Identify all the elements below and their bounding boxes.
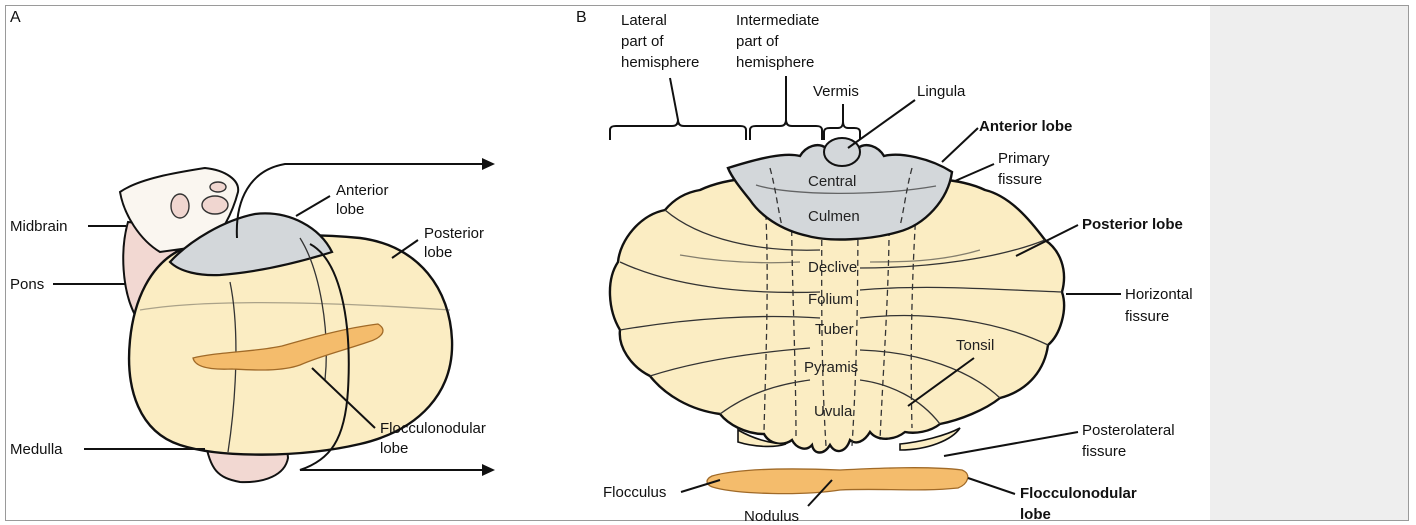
- flocculonodular-b-shape: [707, 468, 968, 494]
- arrow-top-head: [482, 158, 495, 170]
- nodulus-label: Nodulus: [744, 508, 799, 525]
- midbrain-colliculus: [210, 182, 226, 192]
- declive-label: Declive: [808, 259, 857, 276]
- posterior-lobe-b-label: Posterior lobe: [1082, 216, 1183, 233]
- lateral-part-bracket: [610, 78, 746, 140]
- midbrain-label: Midbrain: [10, 218, 68, 235]
- anterior-lobe-b-leader: [942, 128, 978, 162]
- anterior-lobe-b-label: Anterior lobe: [979, 118, 1072, 135]
- anterior-lobe-a-leader: [296, 196, 330, 216]
- flocculus-label: Flocculus: [603, 484, 666, 501]
- midbrain-peduncle-left: [171, 194, 189, 218]
- flocculonodular-a-label-2: lobe: [380, 440, 408, 457]
- medulla-label: Medulla: [10, 441, 63, 458]
- vermis-label: Vermis: [813, 83, 859, 100]
- tonsil-label: Tonsil: [956, 337, 994, 354]
- intermediate-part-label-2: part of: [736, 33, 779, 50]
- panel-a-label: A: [10, 9, 21, 26]
- posterior-lobe-a-label-2: lobe: [424, 244, 452, 261]
- flocculonodular-b-label-2: lobe: [1020, 506, 1051, 523]
- posterolateral-fissure-label-2: fissure: [1082, 443, 1126, 460]
- primary-fissure-leader: [955, 164, 994, 181]
- flocculonodular-b-label-1: Flocculonodular: [1020, 485, 1137, 502]
- anterior-lobe-a-label-1: Anterior: [336, 182, 389, 199]
- lateral-part-label-2: part of: [621, 33, 664, 50]
- posterolateral-fissure-leader: [944, 432, 1078, 456]
- intermediate-part-label-3: hemisphere: [736, 54, 814, 71]
- lateral-part-label-1: Lateral: [621, 12, 667, 29]
- flocculonodular-a-label-1: Flocculonodular: [380, 420, 486, 437]
- central-label: Central: [808, 173, 856, 190]
- midbrain-peduncle-right: [202, 196, 228, 214]
- culmen-label: Culmen: [808, 208, 860, 225]
- panel-b-label: B: [576, 9, 587, 26]
- intermediate-part-bracket: [750, 76, 822, 140]
- primary-fissure-label-1: Primary: [998, 150, 1050, 167]
- flocculonodular-b-leader: [968, 478, 1015, 494]
- posterolateral-fissure-label-1: Posterolateral: [1082, 422, 1175, 439]
- horizontal-fissure-label-1: Horizontal: [1125, 286, 1193, 303]
- posterior-lobe-a-label-1: Posterior: [424, 225, 484, 242]
- folium-label: Folium: [808, 291, 853, 308]
- anterior-lobe-a-label-2: lobe: [336, 201, 364, 218]
- pyramis-label: Pyramis: [804, 359, 858, 376]
- arrow-bottom-head: [482, 464, 495, 476]
- primary-fissure-label-2: fissure: [998, 171, 1042, 188]
- uvula-label: Uvula: [814, 403, 853, 420]
- tuber-label: Tuber: [815, 321, 854, 338]
- intermediate-part-label-1: Intermediate: [736, 12, 819, 29]
- lingula-leader: [848, 100, 915, 148]
- pons-label: Pons: [10, 276, 44, 293]
- horizontal-fissure-label-2: fissure: [1125, 308, 1169, 325]
- lingula-label: Lingula: [917, 83, 966, 100]
- lateral-part-label-3: hemisphere: [621, 54, 699, 71]
- vermis-bracket: [824, 104, 860, 140]
